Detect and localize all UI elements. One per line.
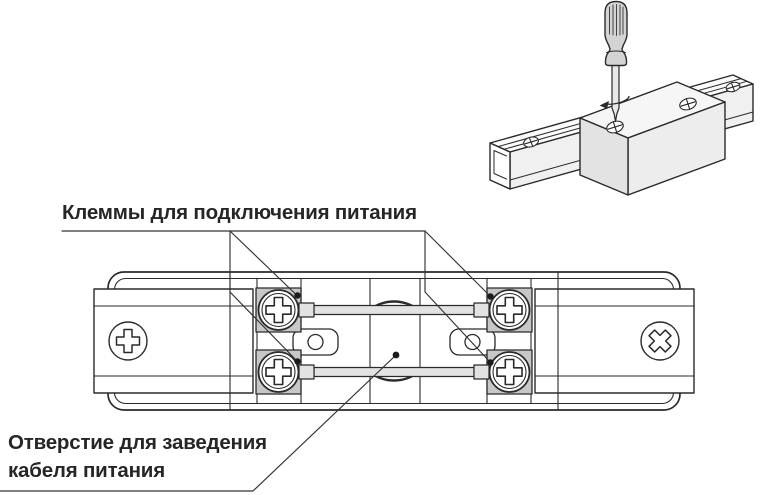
leader-lines xyxy=(0,230,494,492)
label-cable-hole-line1: Отверстие для заведения xyxy=(8,431,267,454)
mounting-tab-left xyxy=(292,328,339,356)
label-power-terminals: Клеммы для подключения питания xyxy=(62,201,417,224)
connector-box-3d xyxy=(579,81,726,196)
screwdriver-icon xyxy=(604,0,628,123)
terminal-screw-icon xyxy=(257,351,300,393)
terminal-screw-icon xyxy=(257,289,300,331)
connector-top-view-diagram xyxy=(93,271,695,411)
box-screw-icon xyxy=(606,120,624,134)
label-cable-hole: Отверстие для заведения кабеля питания xyxy=(8,429,267,485)
box-screw-icon xyxy=(679,97,697,111)
phillips-screw-large-icon xyxy=(640,321,680,361)
terminal-screw-icon xyxy=(488,289,531,331)
busbar-bottom xyxy=(298,364,490,380)
rotation-arrow-icon xyxy=(599,95,630,109)
busbar-top xyxy=(298,302,490,318)
terminal-screw-icon xyxy=(488,351,531,393)
track-plate-right xyxy=(534,288,695,394)
mounting-tab-right xyxy=(449,328,496,356)
track-screw-icon xyxy=(523,136,539,148)
phillips-screw-large-icon xyxy=(108,321,148,361)
label-cable-hole-line2: кабеля питания xyxy=(8,459,165,482)
track-plate-left xyxy=(93,288,254,394)
track-screw-icon xyxy=(725,81,741,93)
callout-dots xyxy=(294,292,494,366)
cable-hole xyxy=(352,278,436,404)
screwdriver-installation-illustration xyxy=(489,0,754,196)
